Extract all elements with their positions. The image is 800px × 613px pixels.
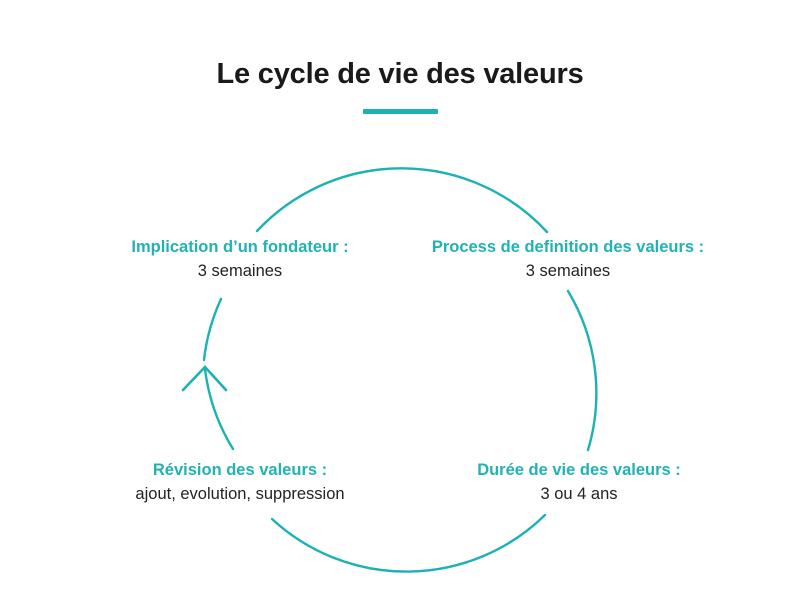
cycle-node-founder-label: Implication d’un fondateur : <box>131 238 349 256</box>
cycle-node-founder: Implication d’un fondateur : 3 semaines <box>60 236 420 282</box>
cycle-node-lifespan: Durée de vie des valeurs : 3 ou 4 ans <box>418 459 740 505</box>
cycle-node-founder-value: 3 semaines <box>197 262 283 281</box>
cycle-arrow-icon <box>181 365 228 392</box>
arc-left-lower <box>203 367 235 451</box>
arc-left-upper <box>202 297 223 362</box>
cycle-node-revision-value: ajout, evolution, suppression <box>135 485 345 504</box>
cycle-node-process: Process de definition des valeurs : 3 se… <box>396 236 740 282</box>
cycle-node-revision-label: Révision des valeurs : <box>152 461 328 479</box>
title-underline <box>362 109 438 115</box>
arc-bottom <box>270 513 547 573</box>
arc-right <box>566 289 598 452</box>
cycle-node-revision: Révision des valeurs : ajout, evolution,… <box>60 459 420 505</box>
cycle-node-lifespan-label: Durée de vie des valeurs : <box>477 461 681 479</box>
arc-top <box>255 167 549 234</box>
cycle-node-process-label: Process de definition des valeurs : <box>431 238 705 256</box>
page-title: Le cycle de vie des valeurs <box>216 58 584 90</box>
title-block: Le cycle de vie des valeurs <box>0 58 800 115</box>
cycle-node-lifespan-value: 3 ou 4 ans <box>540 485 618 504</box>
cycle-node-process-value: 3 semaines <box>525 262 611 281</box>
